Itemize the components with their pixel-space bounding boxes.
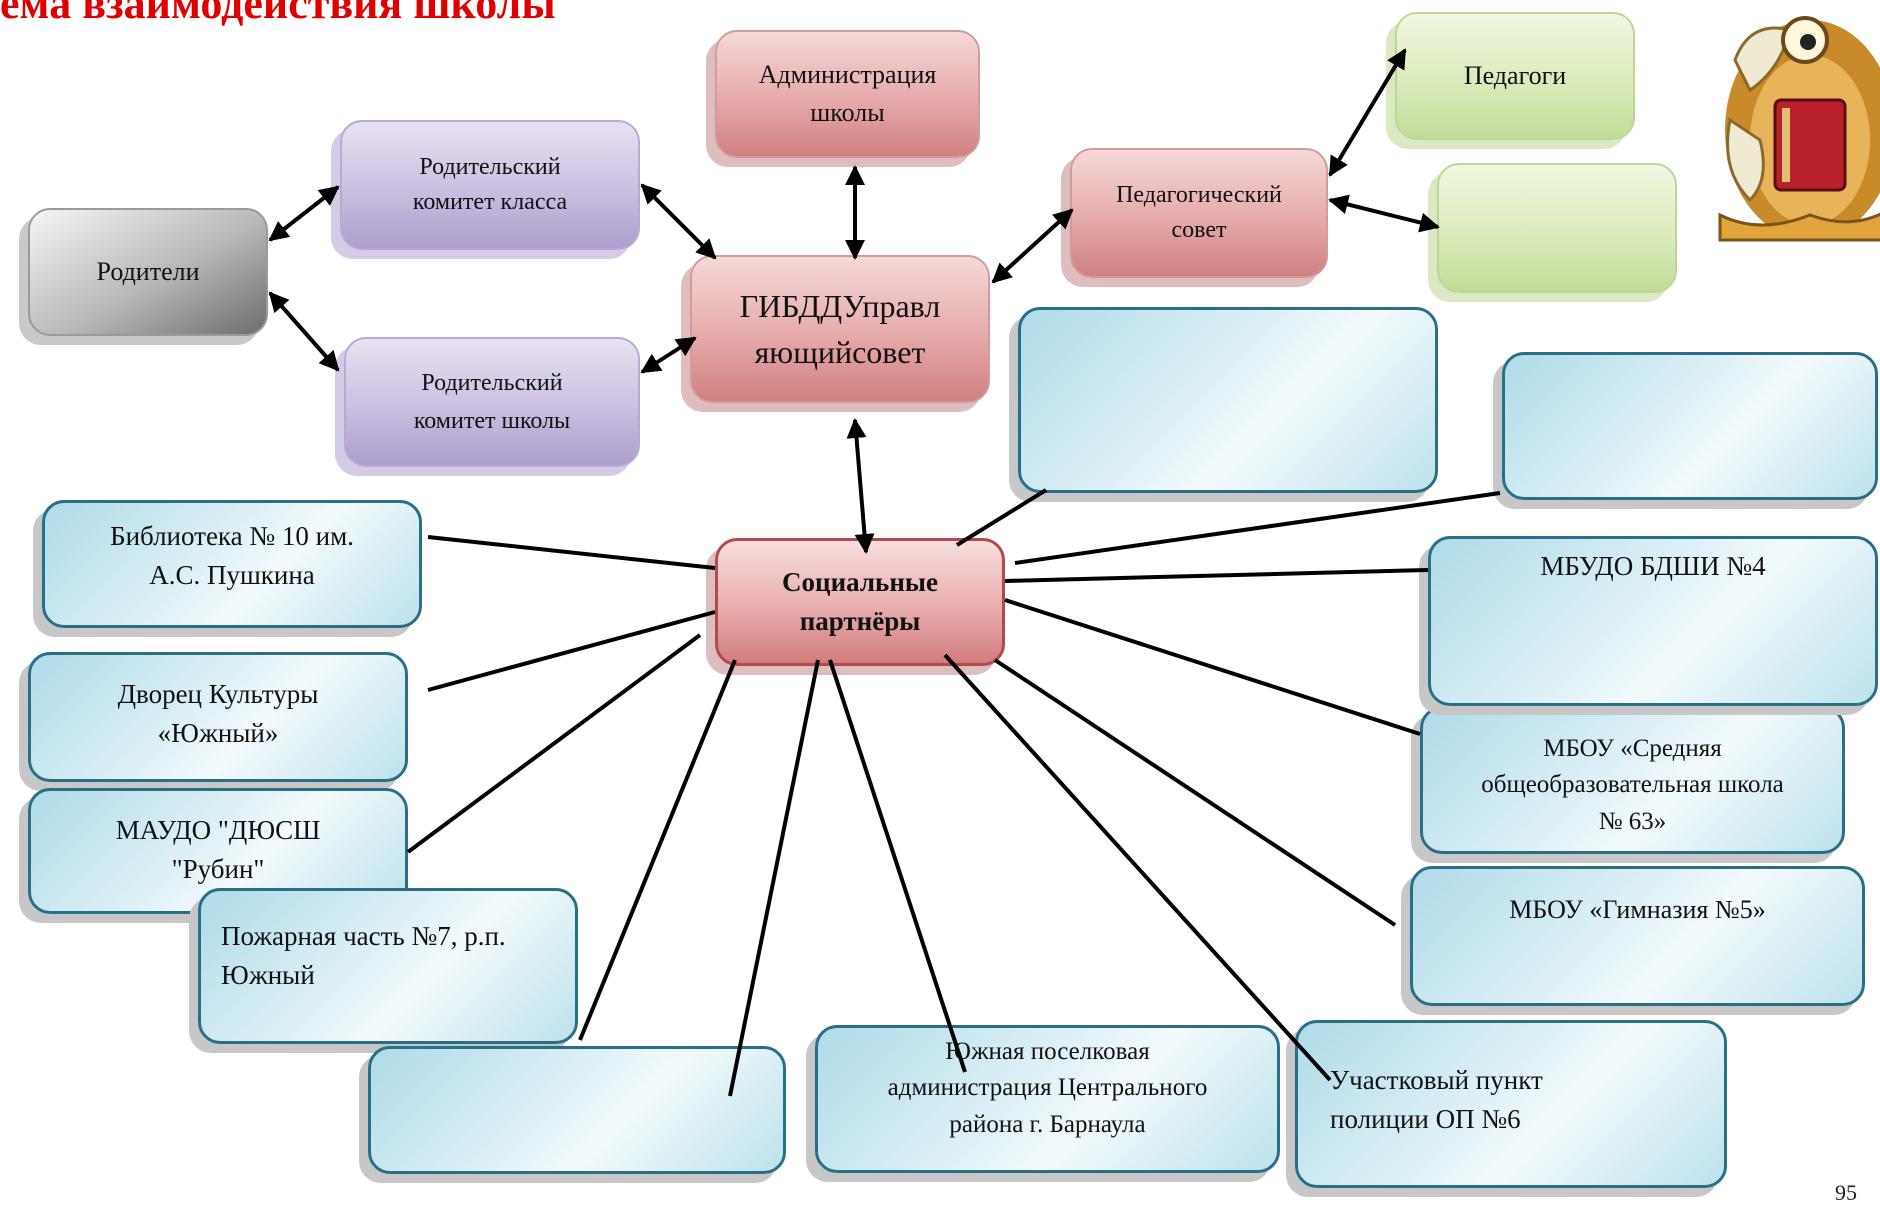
line-social-police (943, 653, 1332, 1082)
node-school63: МБОУ «Средняя общеобразовательная школа … (1420, 706, 1845, 854)
page-number: 95 (1835, 1180, 1857, 1205)
arrow-council-social-partners (846, 418, 875, 554)
line-social-blank-upper (955, 488, 1048, 547)
node-administration: Администрация школы (715, 30, 980, 158)
node-police-point: Участковый пункт полиции ОП №6 (1295, 1020, 1727, 1188)
node-governing-council: ГИБДДУправл яющийсовет (690, 255, 990, 403)
node-culture-palace: Дворец Культуры «Южный» (28, 652, 408, 782)
arrow-committee-class-council (640, 183, 717, 260)
node-teachers: Педагоги (1395, 12, 1635, 140)
owl-mascot-image (1690, 0, 1880, 250)
arrow-pedagogical-teachers (1328, 48, 1407, 177)
node-gymnasium: МБОУ «Гимназия №5» (1410, 866, 1865, 1006)
node-sports-school-label: МАУДО "ДЮСШ "Рубин" (115, 815, 321, 885)
node-green-blank (1437, 163, 1677, 293)
line-social-blank-bottom-2 (728, 659, 820, 1097)
node-fire-station: Пожарная часть №7, р.п. Южный (198, 888, 578, 1044)
node-blank-bottom (368, 1046, 786, 1174)
line-social-village-admin (828, 659, 967, 1073)
node-pedagogical-council: Педагогический совет (1070, 148, 1328, 278)
line-social-sports (406, 633, 702, 854)
node-art-school-label: МБУДО БДШИ №4 (1540, 551, 1766, 581)
node-fire-station-label: Пожарная часть №7, р.п. Южный (221, 921, 506, 991)
node-parents-label: Родители (96, 257, 200, 287)
node-art-school: МБУДО БДШИ №4 (1428, 536, 1878, 706)
line-social-school63 (1004, 598, 1421, 736)
node-blank-right (1502, 352, 1878, 500)
node-governing-council-label: ГИБДДУправл яющийсовет (739, 287, 941, 370)
node-social-partners: Социальные партнёры (715, 538, 1005, 666)
arrow-parents-committee-class (268, 185, 340, 242)
node-parent-committee-school: Родительский комитет школы (344, 337, 640, 467)
node-culture-palace-label: Дворец Культуры «Южный» (117, 679, 319, 749)
line-social-blank-bottom (578, 659, 737, 1041)
node-library-label: Библиотека № 10 им. А.С. Пушкина (110, 521, 354, 591)
node-library: Библиотека № 10 им. А.С. Пушкина (42, 500, 422, 628)
line-social-gymnasium (993, 658, 1397, 927)
node-village-admin-label: Южная поселковая администрация Центральн… (887, 1038, 1208, 1138)
node-parent-committee-class-label: Родительский комитет класса (412, 154, 568, 215)
line-social-culture (427, 610, 716, 692)
page-title: ема взаимодействия школы (0, 0, 556, 28)
node-administration-label: Администрация школы (758, 60, 937, 127)
arrow-parents-committee-school (268, 291, 340, 372)
line-social-library (427, 535, 716, 570)
node-gymnasium-label: МБОУ «Гимназия №5» (1509, 895, 1766, 924)
arrow-committee-school-council (640, 336, 697, 374)
node-parents: Родители (28, 208, 268, 336)
node-teachers-label: Педагоги (1463, 61, 1567, 91)
node-school63-label: МБОУ «Средняя общеобразовательная школа … (1481, 735, 1784, 835)
line-social-blank-right (1014, 491, 1501, 565)
node-parent-committee-class: Родительский комитет класса (340, 120, 640, 250)
arrow-pedagogical-green (1328, 194, 1440, 233)
node-pedagogical-council-label: Педагогический совет (1116, 182, 1282, 243)
node-police-point-label: Участковый пункт полиции ОП №6 (1330, 1065, 1543, 1135)
node-parent-committee-school-label: Родительский комитет школы (413, 369, 571, 434)
node-blank-upper (1018, 307, 1438, 493)
line-social-art-school (1004, 568, 1429, 583)
node-village-admin: Южная поселковая администрация Центральн… (815, 1025, 1280, 1173)
arrow-council-pedagogical (991, 208, 1074, 284)
node-social-partners-label: Социальные партнёры (782, 566, 938, 636)
